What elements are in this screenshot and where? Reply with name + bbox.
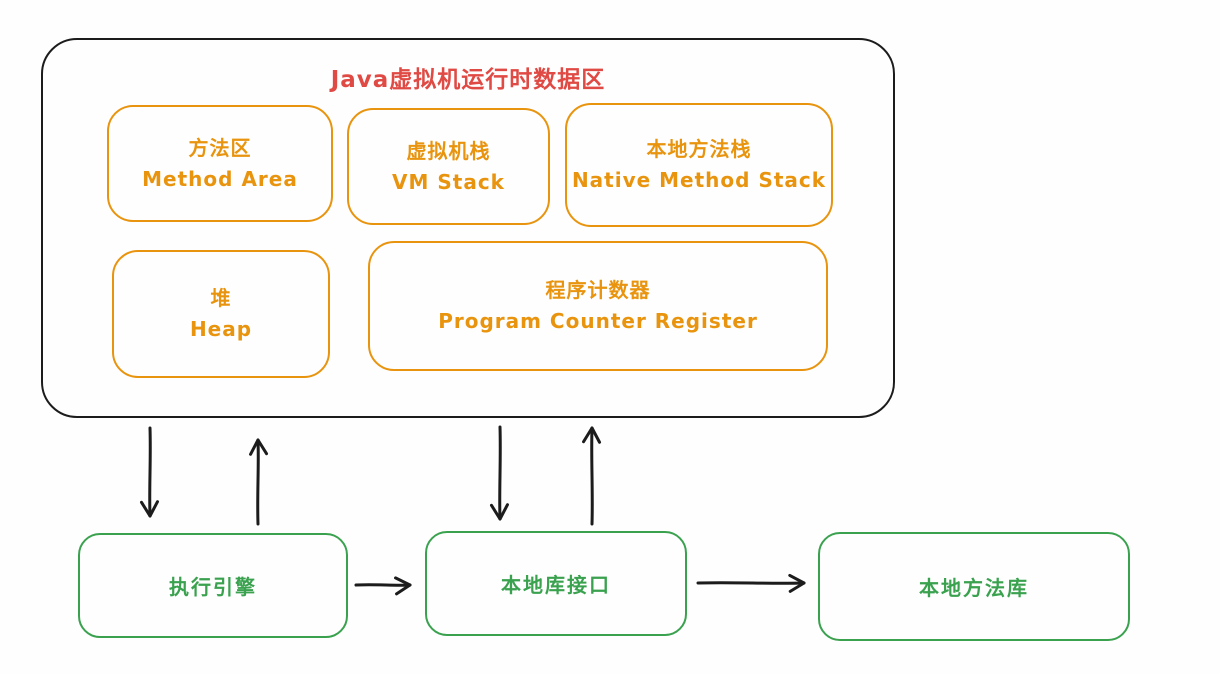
program-counter-register-label-zh: 程序计数器 [545,278,651,302]
arrow-engine-to-interface-right [354,576,412,596]
heap-label-en: Heap [189,317,253,341]
method-area-box: 方法区 Method Area [107,105,333,222]
native-method-library-box: 本地方法库 [818,532,1130,641]
method-area-label-en: Method Area [142,166,298,191]
program-counter-register-label-en: Program Counter Register [438,309,758,333]
heap-label-zh: 堆 [210,286,232,310]
vm-stack-label-zh: 虚拟机栈 [406,138,491,163]
arrow-runtime-to-engine-down [140,426,159,518]
native-method-stack-label-zh: 本地方法栈 [646,137,752,161]
arrow-interface-to-runtime-up [582,426,602,526]
vm-stack-label-en: VM Stack [392,169,505,194]
heap-box: 堆 Heap [112,250,330,378]
arrow-interface-to-library-right [696,573,806,593]
native-method-library-label: 本地方法库 [919,576,1029,600]
execution-engine-box: 执行引擎 [78,533,348,638]
runtime-data-area-title: Java虚拟机运行时数据区 [330,67,606,93]
arrow-engine-to-runtime-up [249,438,269,526]
method-area-label-zh: 方法区 [188,135,252,160]
program-counter-register-box: 程序计数器 Program Counter Register [368,241,828,371]
arrow-runtime-to-interface-down [489,425,509,521]
native-method-stack-label-en: Native Method Stack [571,168,827,192]
native-method-stack-box: 本地方法栈 Native Method Stack [565,103,833,227]
native-library-interface-box: 本地库接口 [425,531,687,636]
execution-engine-label: 执行引擎 [169,575,257,599]
native-library-interface-label: 本地库接口 [501,573,611,597]
runtime-data-area-box [41,38,895,418]
vm-stack-box: 虚拟机栈 VM Stack [347,108,550,225]
